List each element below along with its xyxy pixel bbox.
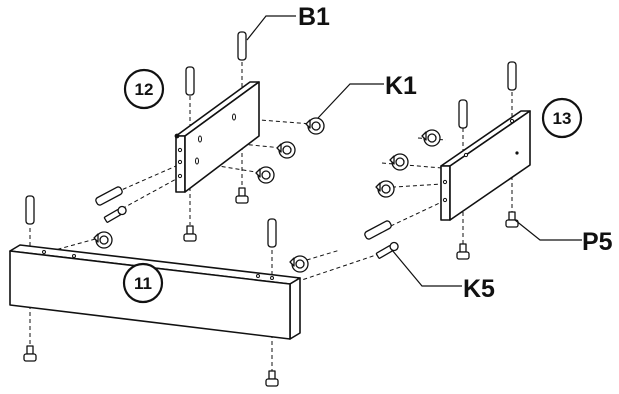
dowel-icon (95, 186, 123, 206)
part-number-11: 11 (134, 274, 152, 293)
cam-locks (93, 117, 441, 273)
dowel-icon (364, 220, 392, 240)
side-panel-left (174, 81, 260, 193)
cam-lock-icon (276, 141, 296, 159)
dowel-icon (458, 99, 468, 129)
label-k5: K5 (463, 275, 495, 303)
cam-lock-icon (289, 255, 309, 273)
foot-icon (183, 225, 197, 242)
foot-icon (23, 345, 37, 362)
cam-lock-icon (93, 231, 113, 249)
callout-13: 13 (541, 97, 583, 139)
cam-lock-icon (255, 166, 275, 184)
side-panel-right (440, 110, 531, 221)
foot-icon (235, 187, 249, 204)
foot-icon (505, 211, 519, 228)
cam-lock-icon (375, 180, 395, 198)
callout-11: 11 (122, 262, 164, 304)
label-p5: P5 (582, 228, 613, 256)
label-k1: K1 (385, 72, 417, 100)
dowel-icon (267, 218, 277, 248)
dowel-icon (25, 195, 35, 225)
dowels (25, 31, 517, 248)
dowel-icon (507, 61, 517, 91)
cam-lock-icon (421, 129, 441, 147)
feet (23, 187, 519, 387)
label-b1: B1 (298, 3, 330, 31)
callout-12: 12 (123, 68, 165, 110)
cam-hole (177, 159, 183, 165)
cam-lock-icon (305, 117, 325, 135)
dowel-icon (185, 66, 195, 96)
foot-icon (265, 370, 279, 387)
part-number-13: 13 (553, 109, 572, 128)
cam-bolt-icon (103, 205, 127, 223)
part-number-12: 12 (135, 80, 154, 99)
cam-hole (177, 147, 183, 153)
cam-lock-icon (389, 153, 409, 171)
foot-icon (456, 243, 470, 260)
leader-lines (246, 15, 582, 287)
cam-hole (177, 173, 183, 179)
cam-bolts (103, 205, 399, 259)
cam-bolt-icon (375, 241, 399, 259)
dowel-icon (237, 31, 247, 61)
